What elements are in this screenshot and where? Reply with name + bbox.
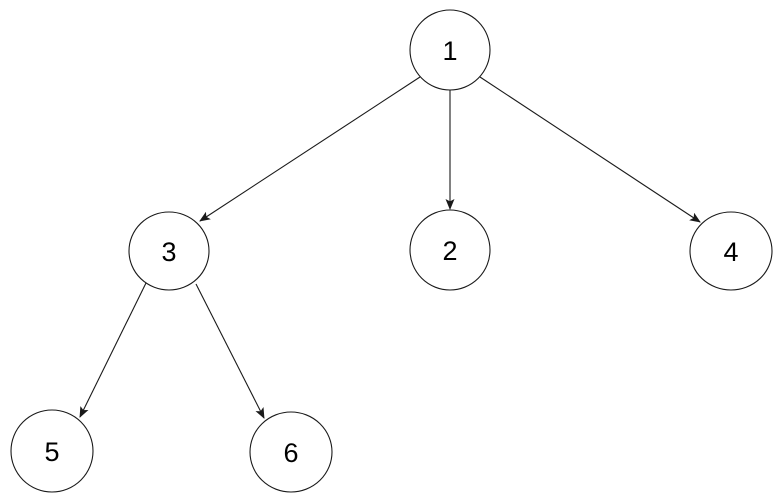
node-label-6: 6 (283, 438, 298, 468)
node-shape-6[interactable] (249, 411, 333, 493)
edges-layer (79, 76, 701, 419)
node-1[interactable]: 1 (409, 9, 491, 91)
node-6[interactable]: 6 (249, 411, 333, 493)
node-shape-1[interactable] (409, 9, 491, 91)
edge-1-to-3 (199, 76, 421, 222)
edge-3-to-6 (195, 283, 265, 419)
node-4[interactable]: 4 (689, 211, 773, 291)
node-shape-3[interactable] (128, 211, 210, 291)
node-label-5: 5 (44, 437, 59, 467)
node-shape-5[interactable] (10, 409, 94, 493)
node-label-4: 4 (723, 237, 738, 267)
nodes-layer: 1 2 3 4 5 6 (10, 9, 773, 493)
node-label-1: 1 (442, 36, 457, 66)
node-shape-4[interactable] (689, 211, 773, 291)
node-5[interactable]: 5 (10, 409, 94, 493)
node-label-2: 2 (442, 236, 457, 266)
node-label-3: 3 (161, 237, 176, 267)
node-2[interactable]: 2 (409, 209, 491, 291)
edge-1-to-4 (479, 76, 701, 223)
node-shape-2[interactable] (409, 209, 491, 291)
edge-3-to-5 (79, 282, 147, 418)
node-3[interactable]: 3 (128, 211, 210, 291)
